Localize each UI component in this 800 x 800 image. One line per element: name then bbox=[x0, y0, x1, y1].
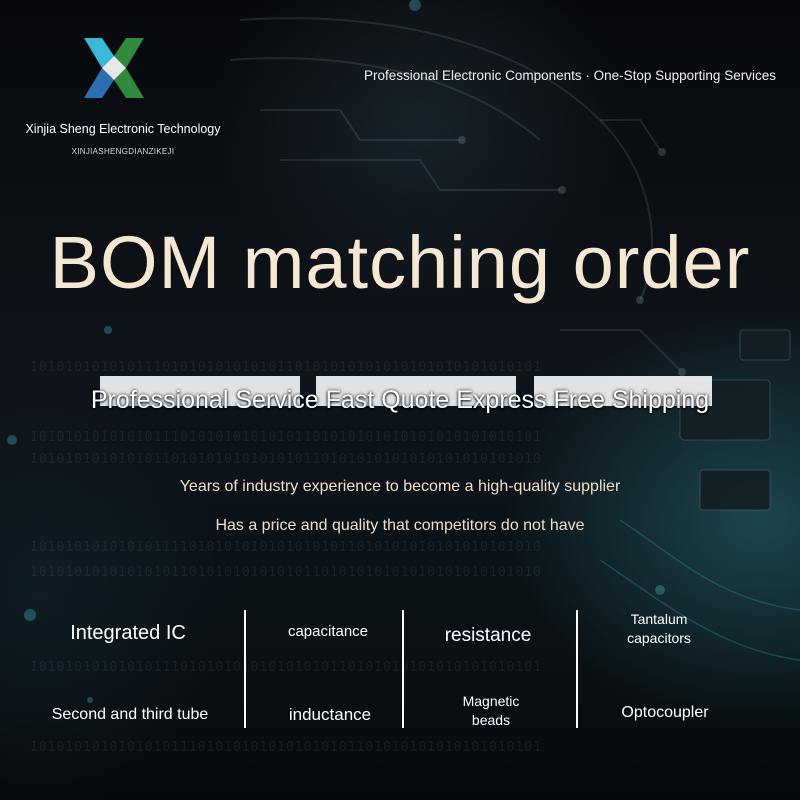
category-resistance: resistance bbox=[444, 625, 532, 646]
category-tantalum-capacitors: Tantalum capacitors bbox=[584, 610, 734, 648]
slogan-bar bbox=[534, 376, 712, 406]
category-capacitance: capacitance bbox=[287, 623, 369, 640]
slogan-bar bbox=[100, 376, 300, 406]
divider bbox=[402, 610, 404, 728]
divider bbox=[244, 610, 246, 728]
slogan-bar bbox=[316, 376, 516, 406]
tagline: Professional Electronic Components · One… bbox=[364, 68, 776, 83]
binary-text: 1010101010101010110101010101010110101010… bbox=[30, 565, 542, 580]
binary-text: 1010101010101011101010101010101010110101… bbox=[30, 660, 542, 675]
category-tantalum-line2: capacitors bbox=[627, 629, 691, 646]
category-magnetic-line1: Magnetic bbox=[462, 693, 520, 709]
binary-text: 1010101010101010111010101010101010101101… bbox=[30, 740, 542, 755]
binary-text: 1010101010101110101010101010110101010101… bbox=[30, 360, 542, 375]
subline-price: Has a price and quality that competitors… bbox=[215, 517, 585, 534]
binary-text: 1010101010101011110101010101010101011010… bbox=[30, 540, 542, 555]
binary-text: 1010101010101011101010101010101101010101… bbox=[30, 430, 542, 445]
category-integrated-ic: Integrated IC bbox=[70, 622, 186, 644]
headline: BOM matching order bbox=[49, 221, 751, 304]
brand-name: Xinjia Sheng Electronic Technology bbox=[25, 122, 221, 136]
category-optocoupler: Optocoupler bbox=[621, 704, 709, 721]
subline-experience: Years of industry experience to become a… bbox=[179, 478, 621, 495]
category-inductance: inductance bbox=[288, 705, 372, 724]
divider bbox=[576, 610, 578, 728]
binary-text: 1010101010101011010101010101010110101010… bbox=[30, 452, 542, 467]
brand-logo bbox=[84, 38, 144, 98]
category-magnetic-beads: Magnetic beads bbox=[414, 692, 568, 730]
category-magnetic-line2: beads bbox=[471, 711, 511, 728]
category-second-third-tube: Second and third tube bbox=[51, 706, 209, 723]
slogan: Professional Service Fast Quote Express … bbox=[90, 386, 710, 414]
brand-pinyin: XINJIASHENGDIANZIKEJI bbox=[71, 147, 175, 156]
category-tantalum-line1: Tantalum bbox=[630, 611, 688, 627]
